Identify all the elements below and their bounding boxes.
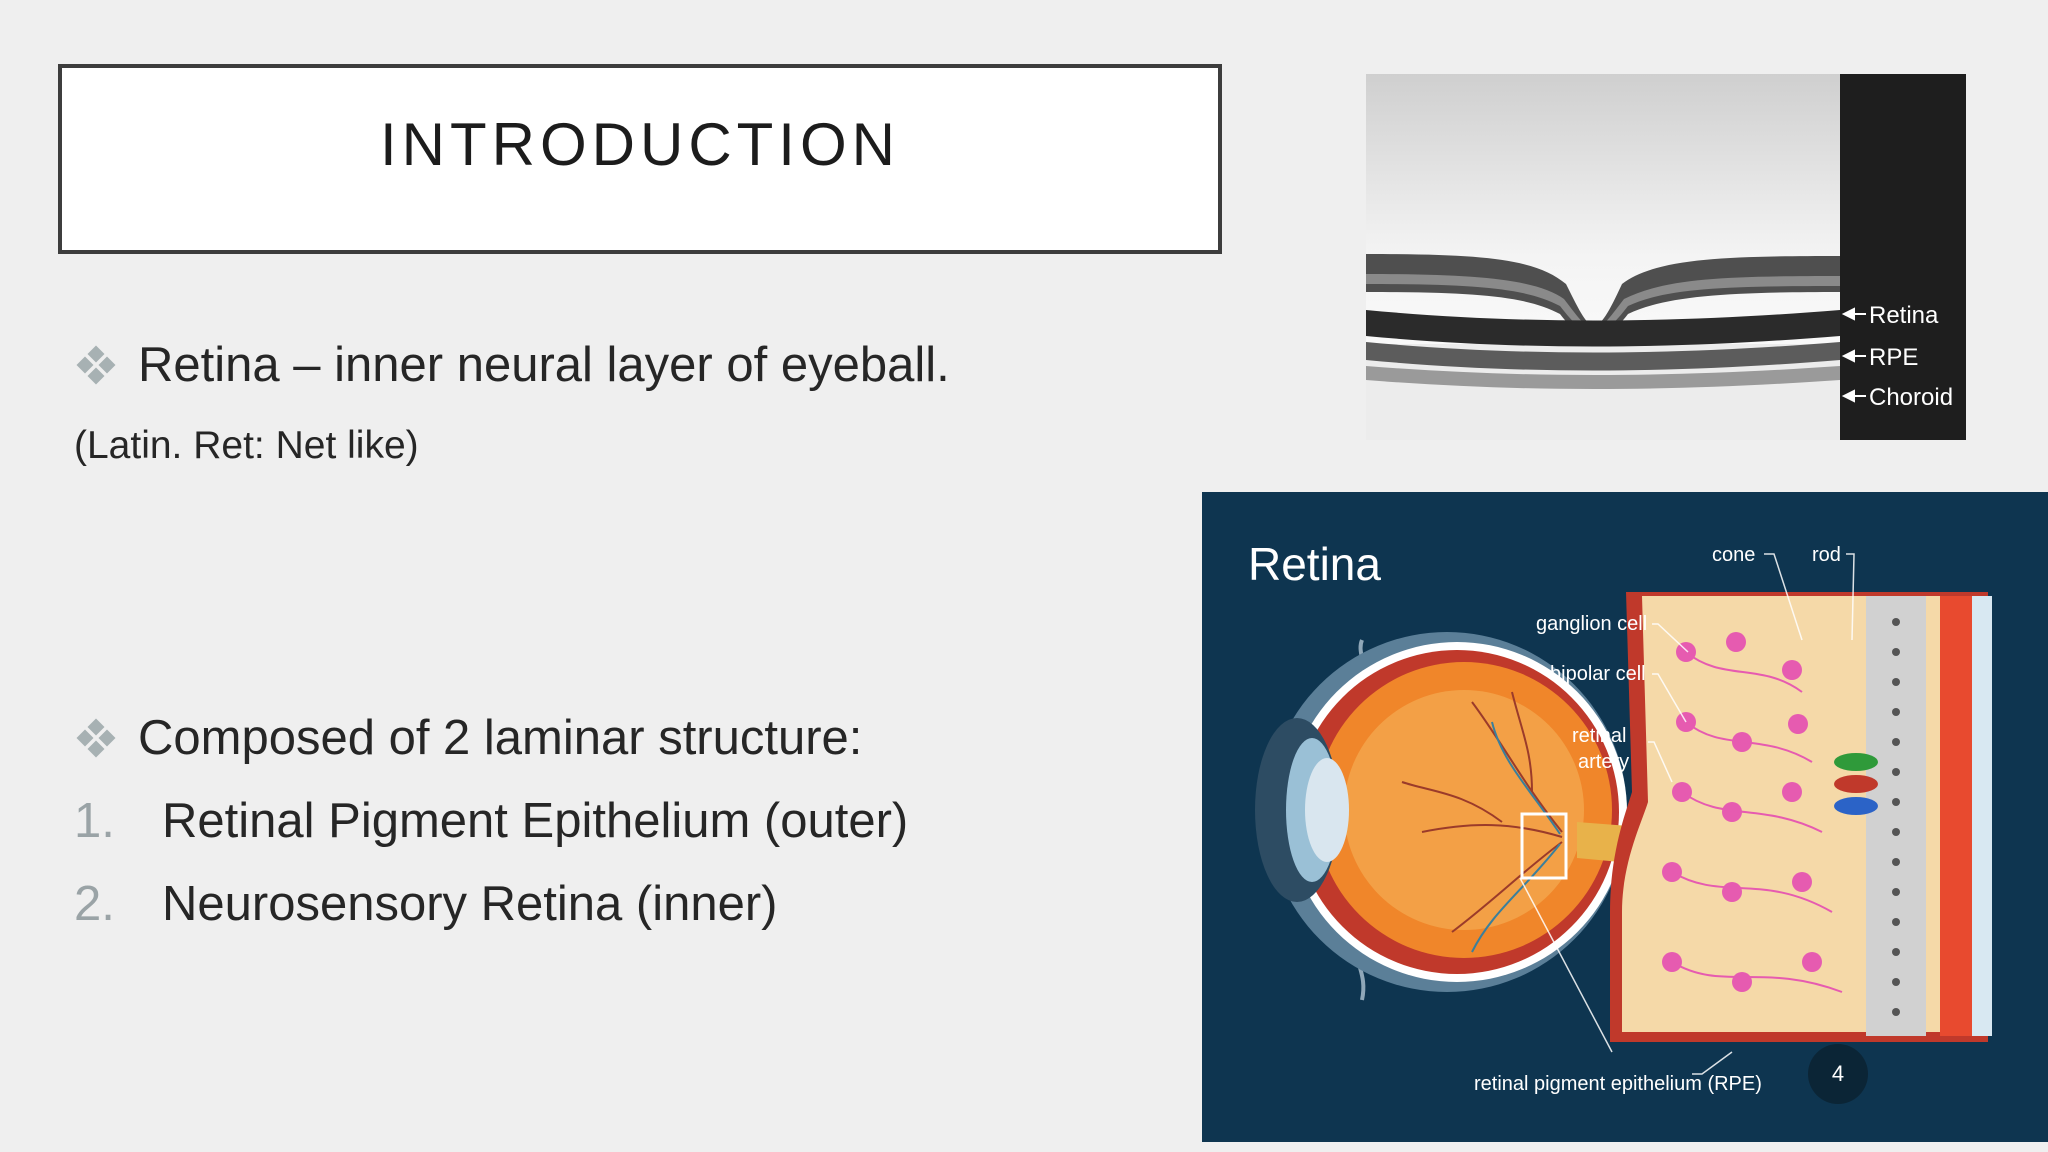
- slide-title: INTRODUCTION: [380, 111, 900, 178]
- label-cone: cone: [1712, 544, 1755, 566]
- label-rod: rod: [1812, 544, 1841, 566]
- bullet-retina-definition: Retina – inner neural layer of eyeball.: [76, 337, 950, 393]
- retina-cross-section: [1610, 592, 1992, 1042]
- title-box: INTRODUCTION: [58, 64, 1222, 254]
- retina-diagram: Retina: [1202, 492, 2048, 1142]
- oct-label-choroid: Choroid: [1869, 384, 1953, 411]
- bullet-text: Composed of 2 laminar structure:: [138, 711, 863, 765]
- item-text: Neurosensory Retina (inner): [162, 877, 778, 931]
- item-number: 2.: [74, 877, 115, 931]
- numbered-item-rpe: 1. Retinal Pigment Epithelium (outer): [74, 793, 908, 849]
- latin-note: (Latin. Ret: Net like): [74, 424, 419, 467]
- bullet-composition: Composed of 2 laminar structure:: [76, 710, 862, 766]
- page-number: 4: [1808, 1044, 1868, 1104]
- item-text: Retinal Pigment Epithelium (outer): [162, 794, 909, 848]
- oct-label-rpe: RPE: [1869, 344, 1918, 371]
- label-bipolar-cell: bipolar cell: [1550, 663, 1646, 685]
- diamond-bullet-icon: [76, 718, 116, 758]
- label-ganglion-cell: ganglion cell: [1536, 613, 1647, 635]
- oct-label-retina: Retina: [1869, 302, 1939, 329]
- label-retinal-artery-line1: retinal: [1572, 725, 1626, 747]
- diagram-title: Retina: [1248, 538, 1381, 590]
- bullet-text: Retina – inner neural layer of eyeball.: [138, 338, 950, 392]
- diamond-bullet-icon: [76, 345, 116, 385]
- label-rpe: retinal pigment epithelium (RPE): [1474, 1073, 1762, 1095]
- oct-scan-image: Retina RPE Choroid: [1366, 74, 1966, 440]
- label-retinal-artery-line2: artery: [1578, 751, 1629, 773]
- numbered-item-neurosensory: 2. Neurosensory Retina (inner): [74, 876, 778, 932]
- item-number: 1.: [74, 794, 115, 848]
- eyeball-illustration: [1255, 632, 1642, 1001]
